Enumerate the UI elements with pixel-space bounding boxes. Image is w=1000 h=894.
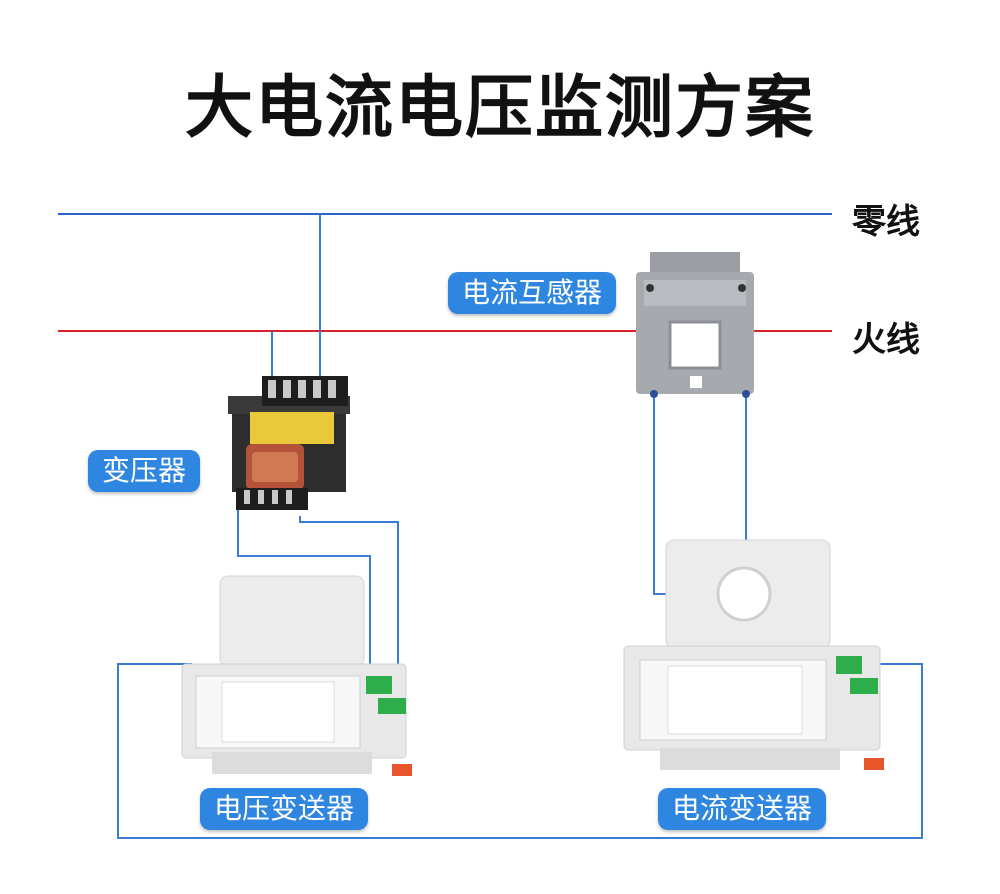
transformer-device [228,376,350,510]
current-transmitter-device [623,539,884,770]
current-transmitter-tag: 电流变送器 [658,788,827,830]
neutral-line-label: 零线 [852,202,920,242]
voltage-transmitter-device [181,575,412,776]
voltage-transmitter-tag: 电压变送器 [200,788,369,830]
wire-transformer-secondary-a [237,498,371,690]
wire-voltage-output [117,663,923,839]
page-title: 大电流电压监测方案 [184,69,815,148]
transformer-tag: 变压器 [88,450,201,492]
wire-transformer-secondary-b [299,516,399,712]
current-transformer-tag: 电流互感器 [448,272,617,314]
current-transformer-device [636,252,754,398]
live-line-label: 火线 [852,320,920,360]
